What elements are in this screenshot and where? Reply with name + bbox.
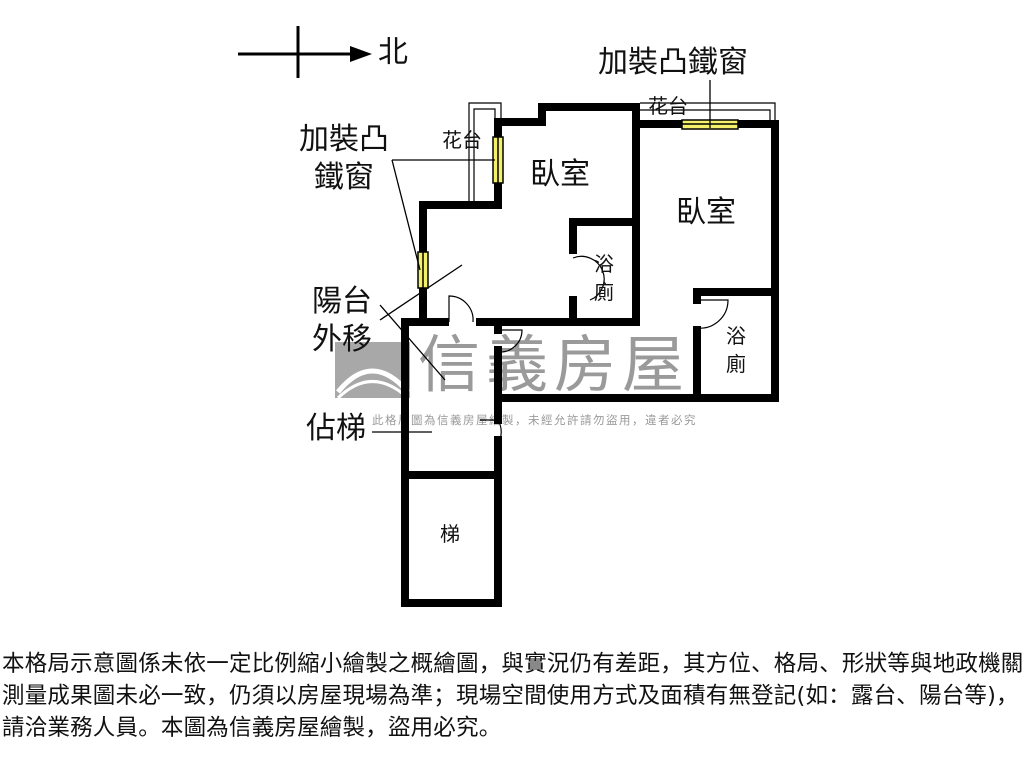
stairs-label: 梯 <box>440 522 460 546</box>
planter-outline <box>468 102 776 205</box>
bedroom-2-label: 臥室 <box>676 195 736 230</box>
bay-window-left-label: 加裝凸鐵窗 <box>299 122 389 195</box>
bedroom-1-label: 臥室 <box>530 157 590 192</box>
leader-lines <box>372 80 711 433</box>
bath-2-label: 浴廁 <box>726 324 746 376</box>
disclaimer-text: 本格局示意圖係未依一定比例縮小繪製之概繪圖，與實況仍有差距，其方位、格局、形狀等… <box>2 651 1024 741</box>
north-label: 北 <box>378 35 408 70</box>
planter-left-label: 花台 <box>442 128 482 152</box>
north-arrow-icon <box>238 26 372 78</box>
watermark-note: 此格局圖為信義房屋繪製，未經允許請勿盜用，違者必究 <box>372 413 697 427</box>
doors <box>448 255 729 445</box>
watermark-brand: 信義房屋 <box>418 328 691 401</box>
walls <box>401 103 779 607</box>
balcony-moved-label: 陽台外移 <box>312 284 372 357</box>
planter-top-label: 花台 <box>648 94 688 118</box>
bath-1-label: 浴廁 <box>594 252 614 304</box>
occupied-stair-label: 佔梯 <box>306 411 366 446</box>
bay-window-top-label: 加裝凸鐵窗 <box>598 45 748 80</box>
